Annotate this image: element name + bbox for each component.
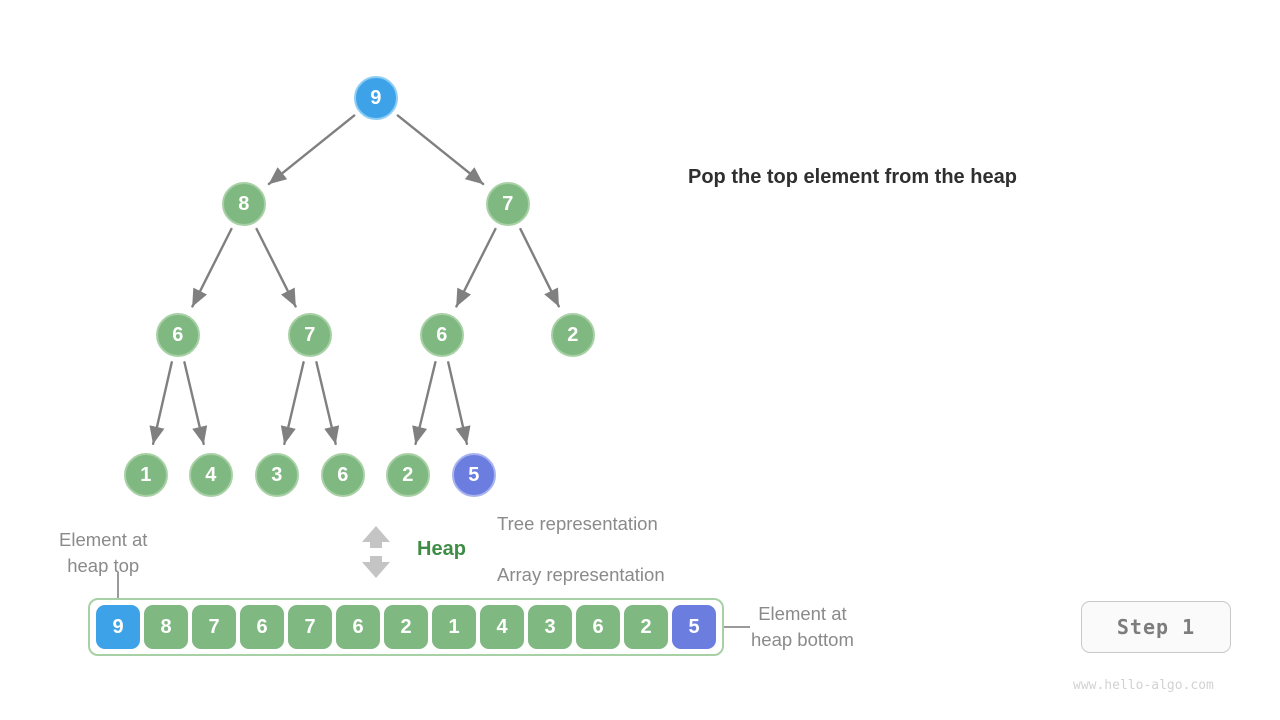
page-title: Pop the top element from the heap bbox=[688, 166, 1017, 188]
array-cell[interactable]: 6 bbox=[240, 605, 284, 649]
tree-edge bbox=[267, 114, 356, 186]
watermark: www.hello-algo.com bbox=[1073, 678, 1214, 693]
tree-edge bbox=[315, 361, 340, 446]
tree-node[interactable]: 2 bbox=[551, 313, 595, 357]
array-cell[interactable]: 6 bbox=[576, 605, 620, 649]
array-cell[interactable]: 5 bbox=[672, 605, 716, 649]
tree-node[interactable]: 9 bbox=[354, 76, 398, 120]
array-cell[interactable]: 2 bbox=[624, 605, 668, 649]
tree-node[interactable]: 6 bbox=[420, 313, 464, 357]
array-cell[interactable]: 7 bbox=[288, 605, 332, 649]
tree-node[interactable]: 2 bbox=[386, 453, 430, 497]
tree-node[interactable]: 7 bbox=[288, 313, 332, 357]
heap-top-annotation-line2: heap top bbox=[67, 554, 140, 576]
tree-edge bbox=[191, 227, 233, 308]
tree-node[interactable]: 1 bbox=[124, 453, 168, 497]
tree-node[interactable]: 6 bbox=[156, 313, 200, 357]
heap-bottom-annotation: Element at heap bottom bbox=[751, 601, 854, 652]
array-cell[interactable]: 4 bbox=[480, 605, 524, 649]
tree-node[interactable]: 3 bbox=[255, 453, 299, 497]
tree-node[interactable]: 6 bbox=[321, 453, 365, 497]
heap-bottom-annotation-line2: heap bottom bbox=[751, 628, 854, 650]
tree-edge bbox=[149, 361, 173, 446]
array-cell[interactable]: 1 bbox=[432, 605, 476, 649]
array-cell[interactable]: 7 bbox=[192, 605, 236, 649]
step-badge: Step 1 bbox=[1081, 601, 1231, 653]
heap-bottom-annotation-line1: Element at bbox=[758, 603, 847, 624]
array-cell[interactable]: 9 bbox=[96, 605, 140, 649]
array-cell[interactable]: 6 bbox=[336, 605, 380, 649]
heap-top-annotation-line1: Element at bbox=[59, 529, 148, 550]
tree-edge bbox=[455, 227, 497, 308]
tree-node[interactable]: 8 bbox=[222, 182, 266, 226]
tree-edge bbox=[396, 114, 485, 186]
tree-node[interactable]: 5 bbox=[452, 453, 496, 497]
heap-top-leader-line bbox=[117, 572, 119, 600]
tree-node[interactable]: 4 bbox=[189, 453, 233, 497]
array-representation-label: Array representation bbox=[497, 564, 665, 585]
array-cell[interactable]: 2 bbox=[384, 605, 428, 649]
up-down-arrow-icon bbox=[356, 526, 396, 583]
heap-top-annotation: Element at heap top bbox=[59, 527, 147, 578]
tree-edge bbox=[519, 227, 560, 308]
tree-edge bbox=[255, 227, 297, 308]
array-cell[interactable]: 3 bbox=[528, 605, 572, 649]
tree-edge bbox=[280, 361, 305, 446]
tree-edge bbox=[447, 361, 471, 446]
heap-label: Heap bbox=[417, 538, 466, 560]
tree-representation-label: Tree representation bbox=[497, 513, 658, 534]
heap-bottom-leader-line bbox=[712, 626, 750, 628]
tree-edge bbox=[183, 361, 208, 446]
array-cell[interactable]: 8 bbox=[144, 605, 188, 649]
tree-node[interactable]: 7 bbox=[486, 182, 530, 226]
tree-edge bbox=[412, 361, 437, 446]
